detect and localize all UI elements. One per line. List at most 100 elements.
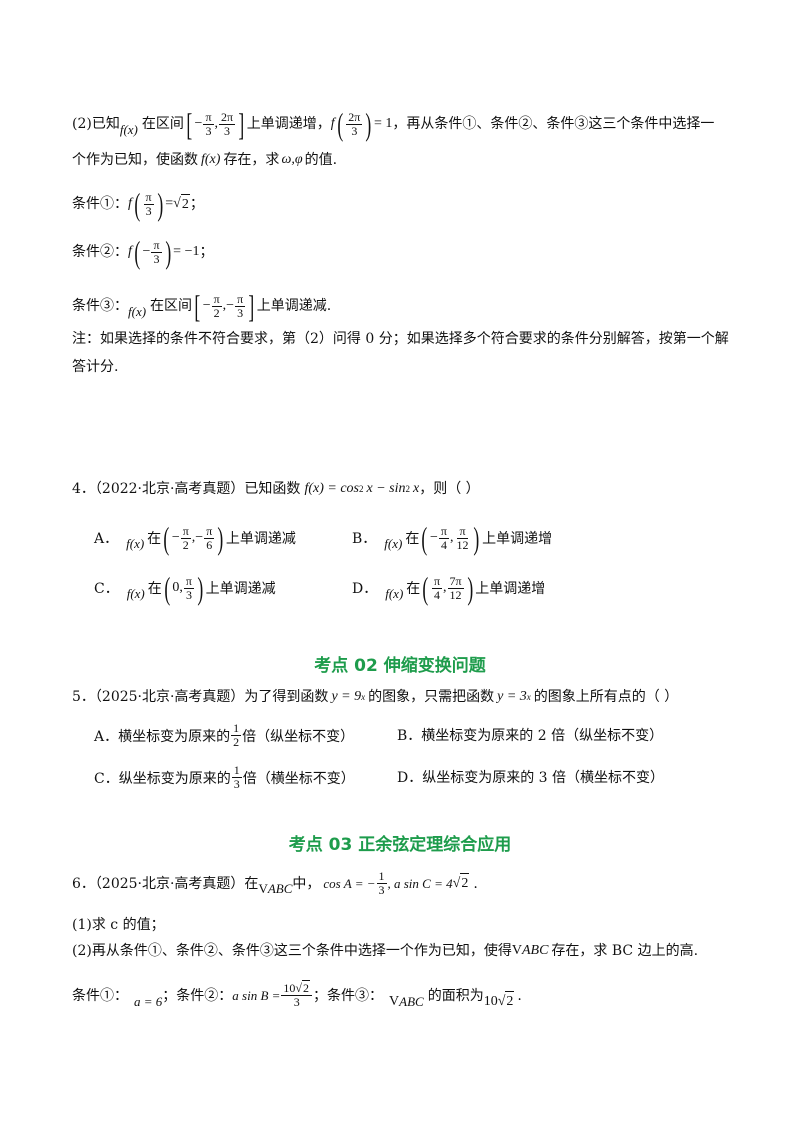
text: 在 [406, 581, 421, 597]
math-abc: ABC [399, 993, 424, 1009]
text: 的图象，只需把函数 [368, 689, 495, 705]
text: 上单调递减 [225, 531, 296, 547]
option-label: A． [94, 531, 119, 547]
option-label: B． [352, 531, 377, 547]
text: D．纵坐标变为原来的 3 倍（横坐标不变） [397, 770, 665, 786]
text: C．纵坐标变为原来的 [94, 770, 231, 787]
sqrt-sign: √ [173, 196, 181, 211]
math-expr: a sin B = [232, 987, 281, 1003]
text: 上单调递减 [205, 581, 276, 597]
superscript: x [361, 692, 366, 702]
math-fx: f(x) [126, 536, 145, 551]
math-abc: ABC [521, 943, 549, 958]
text: (2)已知 [72, 116, 120, 132]
text: 上单调递增 [475, 581, 546, 597]
math-abc: ABC [267, 880, 293, 896]
bracket-left: [ [194, 288, 201, 324]
text: 倍（纵坐标不变） [242, 728, 355, 745]
q5-option-d[interactable]: D．纵坐标变为原来的 3 倍（横坐标不变） [397, 767, 664, 787]
text: . [473, 875, 478, 892]
text: 答计分. [72, 359, 119, 375]
text: 的面积为 [427, 987, 484, 1004]
q3-part2-line2: 个作为已知，使函数 f(x) 存在，求 ω,φ 的值. [72, 150, 736, 170]
triangle-icon: V [511, 943, 522, 958]
q6-part1: (1)求 c 的值； [72, 915, 736, 935]
text: 的图象上所有点的（ ） [533, 689, 679, 705]
text: A．横坐标变为原来的 [94, 728, 231, 745]
equals: = 1 [374, 116, 393, 131]
text: 注：如果选择的条件不符合要求，第（2）问得 0 分；如果选择多个符合要求的条件分… [72, 331, 729, 347]
math-f: f [128, 244, 132, 259]
q3-note-line2: 答计分. [72, 357, 736, 377]
section-heading-03: 考点 03 正余弦定理综合应用 [288, 835, 512, 855]
bracket-left: [ [186, 106, 193, 142]
equals: = −1 [173, 244, 200, 259]
option-label: D． [352, 581, 378, 597]
text: . [517, 987, 522, 1004]
option-label: C． [94, 581, 119, 597]
text: 在区间 [150, 298, 193, 314]
sqrt-sign: √ [452, 875, 461, 891]
math-expr: 10 [483, 993, 498, 1009]
text: 条件①： [72, 196, 128, 212]
math-expr: cos A = − [323, 875, 376, 891]
radicand: 2 [505, 991, 515, 1012]
radicand: 2 [460, 873, 470, 894]
text: 的值. [304, 152, 338, 168]
text: 条件③： [72, 298, 128, 314]
text: (2)再从条件①、条件②、条件③这三个条件中选择一个作为已知，使得 [72, 943, 512, 959]
text: 在 [147, 531, 162, 547]
text: 倍（横坐标不变） [242, 770, 355, 787]
text: ，再从条件①、条件②、条件③这三个条件中选择一 [392, 116, 715, 132]
radicand: 2 [180, 193, 190, 215]
superscript: 2 [405, 484, 410, 494]
math-fx: f(x) [128, 304, 147, 319]
bracket-right: ] [238, 106, 245, 142]
triangle-icon: V [258, 880, 268, 896]
paren-right: ) [365, 106, 372, 142]
q5-option-b[interactable]: B．横坐标变为原来的 2 倍（纵坐标不变） [397, 725, 663, 745]
paren-right: ) [157, 186, 163, 222]
text: ； [189, 196, 204, 212]
paren-left: ( [337, 106, 343, 142]
math-expr: y = 9 [331, 689, 362, 704]
text: ，则（ ） [419, 481, 480, 497]
paren-left: ( [134, 234, 141, 270]
math-expr: , a sin C = 4 [387, 875, 453, 891]
equals: = [165, 196, 174, 211]
text: B．横坐标变为原来的 2 倍（纵坐标不变） [397, 728, 664, 744]
text: ；条件②： [162, 987, 233, 1004]
text: 4．（2022·北京·高考真题）已知函数 [72, 481, 301, 497]
math-fx: f(x) [384, 536, 403, 551]
text: ； [199, 244, 214, 260]
text: 在区间 [141, 116, 184, 132]
text: 中， [292, 875, 321, 892]
text: 在 [147, 581, 162, 597]
section-heading-02: 考点 02 伸缩变换问题 [314, 656, 486, 676]
text: 存在，求 [223, 152, 280, 168]
math-fx: f(x) [201, 152, 221, 167]
text: (1)求 c 的值； [72, 917, 165, 933]
text: 在 [405, 531, 420, 547]
